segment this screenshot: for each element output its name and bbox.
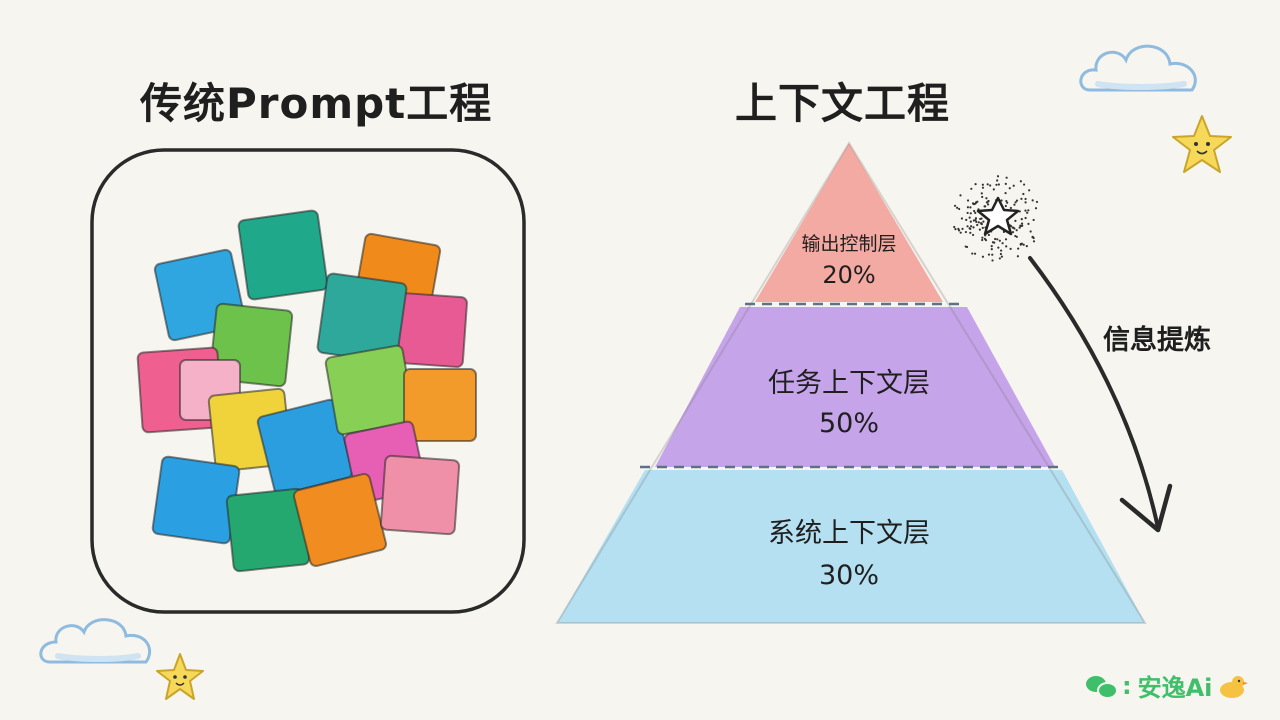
layer-middle-percent: 50% <box>819 408 879 439</box>
star-icon <box>156 653 204 700</box>
color-block <box>324 344 416 436</box>
left-title: 传统Prompt工程 <box>140 79 493 128</box>
blocks-container <box>90 148 526 614</box>
right-title: 上下文工程 <box>735 79 951 128</box>
pyramid-layer-bottom <box>557 470 1145 623</box>
color-block <box>403 368 477 442</box>
watermark: : 安逸Ai <box>1086 668 1249 703</box>
pyramid-outline <box>555 141 1147 624</box>
watermark-separator: : <box>1122 671 1132 700</box>
color-block <box>379 454 461 536</box>
sparkle-star-icon <box>953 175 1039 262</box>
layer-bottom-name: 系统上下文层 <box>768 518 930 549</box>
pyramid-layer-top <box>755 143 943 302</box>
layer-middle-name: 任务上下文层 <box>768 368 930 399</box>
blocks-group <box>136 209 477 573</box>
refine-label: 信息提炼 <box>1103 325 1211 356</box>
cloud-icon <box>39 618 152 664</box>
layer-top-name: 输出控制层 <box>801 233 896 255</box>
refine-arrow <box>1028 256 1173 533</box>
color-block <box>292 472 388 568</box>
wechat-icon <box>1086 674 1118 699</box>
duck-icon <box>1220 675 1249 698</box>
color-block <box>237 209 329 301</box>
star-icon <box>1172 115 1232 173</box>
pyramid-layer-middle <box>655 307 1055 467</box>
watermark-brand: 安逸Ai <box>1137 674 1213 702</box>
layer-bottom-percent: 30% <box>819 560 879 591</box>
layer-top-percent: 20% <box>822 261 875 289</box>
cloud-icon <box>1079 44 1197 92</box>
pyramid: 输出控制层 20% 任务上下文层 50% 系统上下文层 30% <box>555 141 1147 624</box>
